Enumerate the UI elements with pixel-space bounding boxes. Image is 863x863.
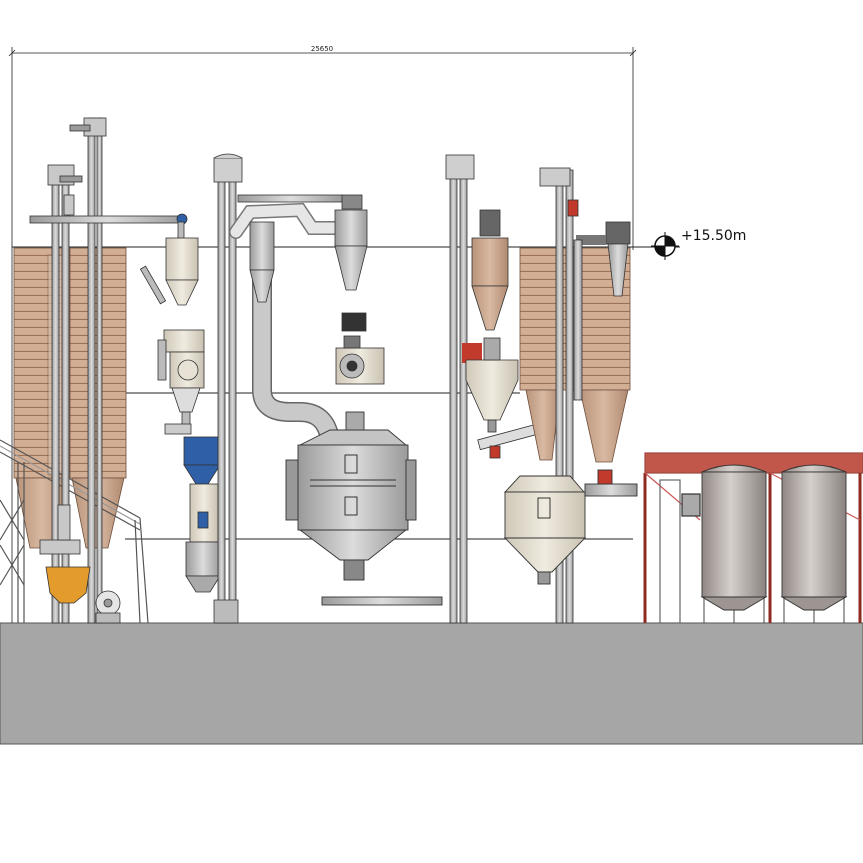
elevation-label: +15.50m [681, 228, 746, 244]
red-frame-panel [462, 343, 482, 363]
cyclone-separator-1 [249, 221, 275, 303]
pellet-mill [335, 335, 385, 385]
ground-slab [0, 622, 863, 745]
bucket-elevator-5 [539, 167, 579, 624]
dimension-line [8, 47, 637, 623]
mixer-column [183, 436, 221, 593]
cyclone-separator-2 [573, 221, 631, 401]
pellet-mill-feeder [334, 194, 368, 332]
orange-hopper [39, 504, 91, 604]
dryer-unit [285, 411, 443, 606]
dimension-label: 25650 [311, 45, 333, 53]
screw-conveyor-top [29, 194, 188, 241]
counterflow-cooler [503, 469, 638, 585]
elevation-marker-icon [651, 232, 679, 260]
air-duct [229, 202, 345, 450]
conditioner-bin [471, 209, 509, 331]
grinder-unit [157, 329, 205, 435]
batching-bin [139, 237, 199, 306]
fan-unit [95, 590, 121, 624]
bucket-elevator-3 [213, 153, 243, 624]
top-conveyor-center [237, 194, 344, 203]
bucket-elevator-1 [47, 164, 83, 624]
steel-silo-1 [700, 464, 768, 623]
inclined-conveyor [0, 439, 149, 624]
bucket-elevator-2 [69, 117, 107, 624]
raw-material-silo-left [13, 247, 127, 549]
bucket-elevator-4 [445, 154, 475, 624]
steel-silo-2 [780, 464, 848, 623]
